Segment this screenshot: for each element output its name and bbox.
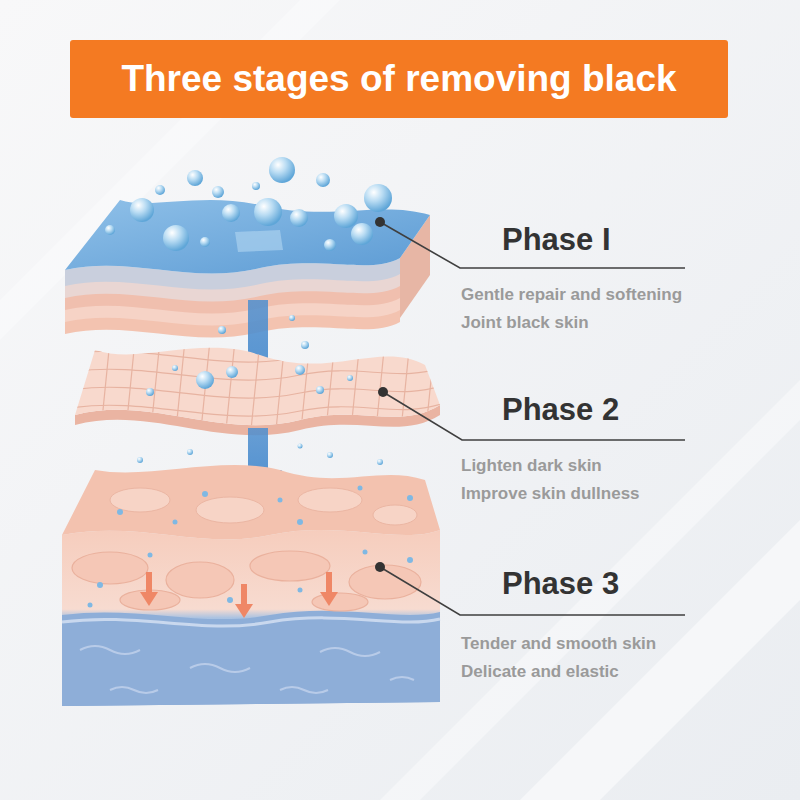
leader-line (380, 222, 685, 615)
title-banner (70, 40, 728, 118)
phase-description: Tender and smooth skin (461, 634, 656, 654)
phase-description: Lighten dark skin (461, 456, 602, 476)
phase-heading: Phase 2 (502, 392, 619, 428)
phase-heading: Phase I (502, 222, 611, 258)
phase-heading: Phase 3 (502, 566, 619, 602)
phase-description: Delicate and elastic (461, 662, 619, 682)
phase-description: Gentle repair and softening (461, 285, 682, 305)
title-text: Three stages of removing black (121, 58, 676, 100)
phase-description: Joint black skin (461, 313, 589, 333)
phase-description: Improve skin dullness (461, 484, 640, 504)
